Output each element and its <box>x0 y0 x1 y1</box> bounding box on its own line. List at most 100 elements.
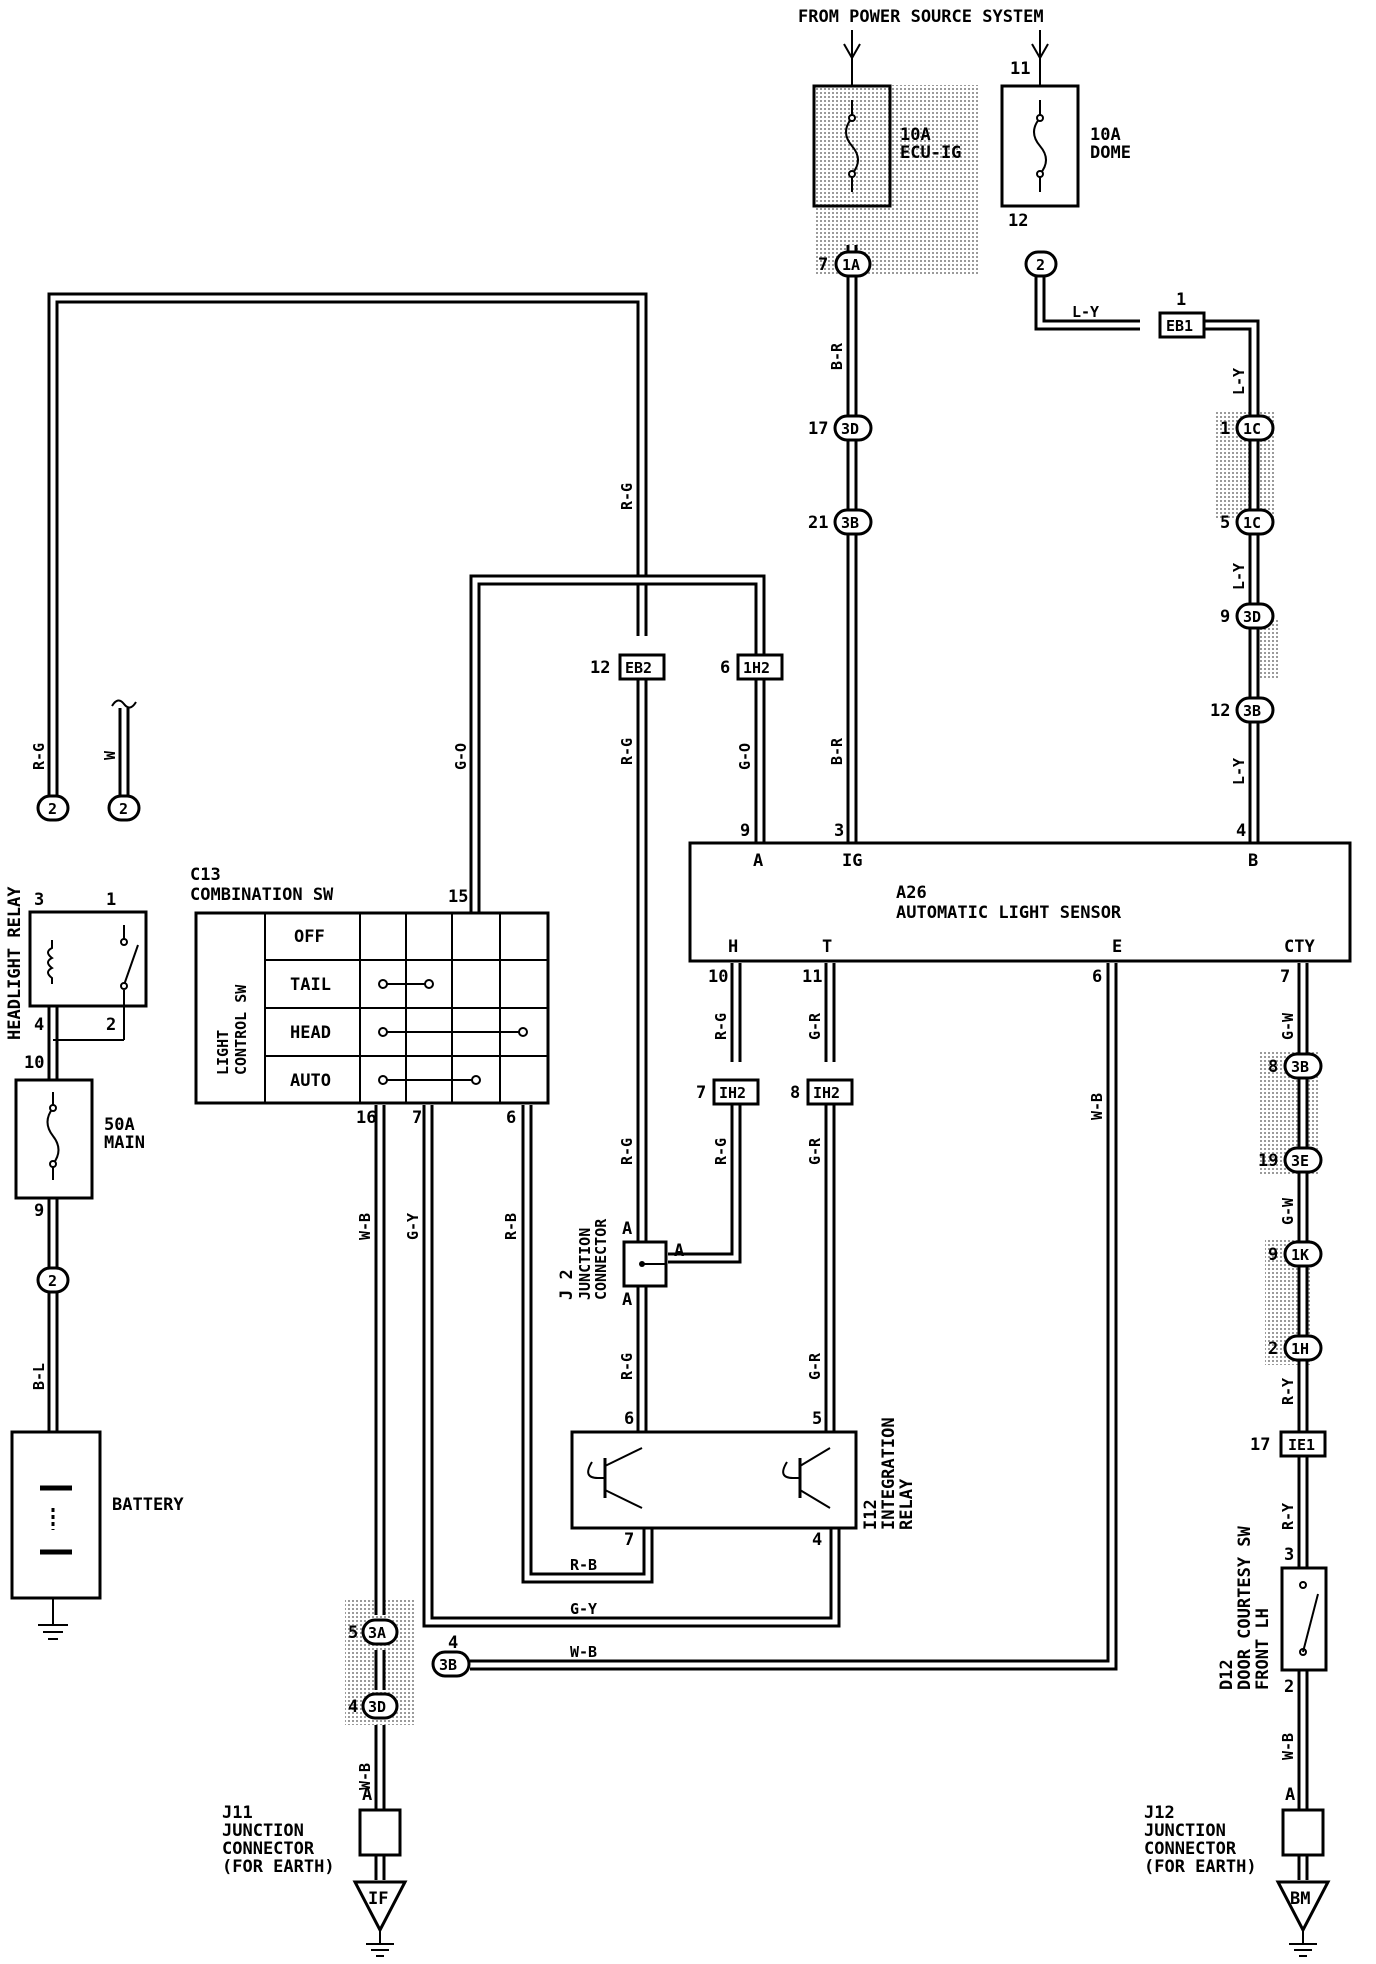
fuse-dome: 10A DOME 11 12 <box>1000 59 1131 231</box>
oval-connectors: 1A 7 3D 17 3B 21 2 1C 1 1C 5 3D <box>36 250 1323 1720</box>
svg-text:JUNCTION: JUNCTION <box>1144 1821 1226 1841</box>
wire-label-gy-1: G-Y <box>404 1213 422 1240</box>
wire-label-ry-1: R-Y <box>1279 1378 1297 1405</box>
wire-label-rg-3: R-G <box>618 738 636 765</box>
wire-label-ry-2: R-Y <box>1279 1503 1297 1530</box>
connector-3a: 3A 5 <box>348 1618 399 1646</box>
header-title: FROM POWER SOURCE SYSTEM <box>798 7 1044 27</box>
svg-text:9: 9 <box>1220 607 1230 627</box>
svg-text:1: 1 <box>1176 290 1186 310</box>
switch-row-tail: TAIL <box>290 975 331 995</box>
svg-text:3E: 3E <box>1291 1152 1309 1170</box>
wire-label-bl: B-L <box>30 1363 48 1390</box>
svg-text:50A: 50A <box>104 1115 135 1135</box>
svg-text:5: 5 <box>812 1409 822 1429</box>
integration-relay: 6 5 7 4 I12 INTEGRATION RELAY <box>570 1409 917 1550</box>
wire-label-wb-5: W-B <box>1279 1733 1297 1760</box>
svg-text:3B: 3B <box>1243 702 1261 720</box>
svg-text:CTY: CTY <box>1284 937 1315 957</box>
svg-text:(FOR EARTH): (FOR EARTH) <box>222 1857 335 1877</box>
wire-label-wb-2: W-B <box>570 1643 597 1661</box>
svg-text:1C: 1C <box>1243 514 1261 532</box>
svg-text:MAIN: MAIN <box>104 1133 145 1153</box>
wire-label-gy-2: G-Y <box>570 1600 597 1618</box>
fuse-dome-pin-out: 12 <box>1008 211 1028 231</box>
earth-if-label: IF <box>368 1889 388 1909</box>
svg-text:2: 2 <box>1284 1677 1294 1697</box>
svg-text:11: 11 <box>802 967 822 987</box>
box-connectors: EB1 1 EB2 12 1H2 6 IH2 7 IH2 8 IE1 17 <box>590 290 1327 1458</box>
switch-side-label-1: LIGHT <box>214 1030 232 1075</box>
svg-text:8: 8 <box>790 1083 800 1103</box>
svg-text:J11: J11 <box>222 1803 253 1823</box>
wire-label-ly-1: L-Y <box>1072 303 1099 321</box>
wire-label-w: W <box>101 750 119 760</box>
connector-3d-bottom: 3D 4 <box>348 1692 399 1720</box>
svg-text:A: A <box>674 1241 684 1261</box>
svg-text:CONNECTOR: CONNECTOR <box>222 1839 315 1859</box>
wire-label-rb-1: R-B <box>502 1213 520 1240</box>
earth-bm-label: BM <box>1290 1889 1310 1909</box>
connector-relay-2a: 2 <box>36 794 70 822</box>
sensor-name: AUTOMATIC LIGHT SENSOR <box>896 903 1122 923</box>
svg-text:3B: 3B <box>1291 1058 1309 1076</box>
headlight-relay: 3 1 4 2 HEADLIGHT RELAY <box>5 886 148 1041</box>
connector-1k: 1K 9 <box>1268 1240 1323 1268</box>
switch-pin-16: 16 <box>356 1108 376 1128</box>
switch-id: C13 <box>190 865 221 885</box>
svg-text:EB2: EB2 <box>625 659 652 677</box>
svg-text:I12: I12 <box>861 1499 881 1530</box>
wire-label-go-1: G-O <box>452 743 470 770</box>
fuse-dome-pin-in: 11 <box>1010 59 1030 79</box>
fuse-main: 10 9 50A MAIN <box>14 1053 145 1221</box>
svg-text:J 2: J 2 <box>557 1269 577 1300</box>
svg-text:A: A <box>753 851 763 871</box>
svg-text:JUNCTION: JUNCTION <box>576 1228 594 1300</box>
svg-text:3D: 3D <box>1243 608 1261 626</box>
svg-text:21: 21 <box>808 513 828 533</box>
connector-1c-b: 1C 5 <box>1220 508 1275 536</box>
svg-text:2: 2 <box>119 800 128 818</box>
svg-text:1: 1 <box>1220 419 1230 439</box>
svg-text:19: 19 <box>1258 1151 1278 1171</box>
wire-label-rb-2: R-B <box>570 1556 597 1574</box>
svg-text:(FOR EARTH): (FOR EARTH) <box>1144 1857 1257 1877</box>
fuse-dome-rating: 10A <box>1090 125 1121 145</box>
connector-relay-2c: 2 <box>36 1266 70 1294</box>
svg-text:2: 2 <box>1036 256 1045 274</box>
svg-text:4: 4 <box>348 1697 358 1717</box>
svg-text:IH2: IH2 <box>813 1084 840 1102</box>
svg-text:4: 4 <box>812 1530 822 1550</box>
svg-text:2: 2 <box>48 800 57 818</box>
svg-text:3: 3 <box>1284 1545 1294 1565</box>
wire-label-ly-2: L-Y <box>1230 368 1248 395</box>
wire-label-br-1: B-R <box>828 342 846 370</box>
svg-text:EB1: EB1 <box>1166 317 1193 335</box>
switch-row-auto: AUTO <box>290 1071 331 1091</box>
wire-label-rg-5: R-G <box>618 1353 636 1380</box>
connector-3b-top: 3B 21 <box>808 508 873 536</box>
svg-text:5: 5 <box>1220 513 1230 533</box>
switch-pin-15: 15 <box>448 887 468 907</box>
svg-text:INTEGRATION: INTEGRATION <box>879 1417 899 1530</box>
fuse-ecu-ig-name: ECU-IG <box>900 143 961 163</box>
svg-text:A: A <box>362 1785 372 1805</box>
connector-ie1: IE1 17 <box>1250 1430 1327 1458</box>
wire-label-wb-3: W-B <box>1088 1093 1106 1120</box>
svg-text:8: 8 <box>1268 1057 1278 1077</box>
relay-pin-1: 1 <box>106 890 116 910</box>
connector-eb1: EB1 1 <box>1158 290 1206 339</box>
fuse-ecu-ig: 10A ECU-IG <box>812 84 961 208</box>
svg-text:3B: 3B <box>841 514 859 532</box>
svg-text:1H: 1H <box>1291 1340 1309 1358</box>
wire-label-rg-4: R-G <box>618 1138 636 1165</box>
svg-text:7: 7 <box>818 255 828 275</box>
sensor-id: A26 <box>896 883 927 903</box>
svg-text:T: T <box>822 937 832 957</box>
svg-text:10: 10 <box>24 1053 44 1073</box>
svg-text:B: B <box>1248 851 1258 871</box>
battery-label: BATTERY <box>112 1495 184 1515</box>
wire-label-wb-1: W-B <box>356 1213 374 1240</box>
wire-label-gw-1: G-W <box>1279 1012 1297 1040</box>
